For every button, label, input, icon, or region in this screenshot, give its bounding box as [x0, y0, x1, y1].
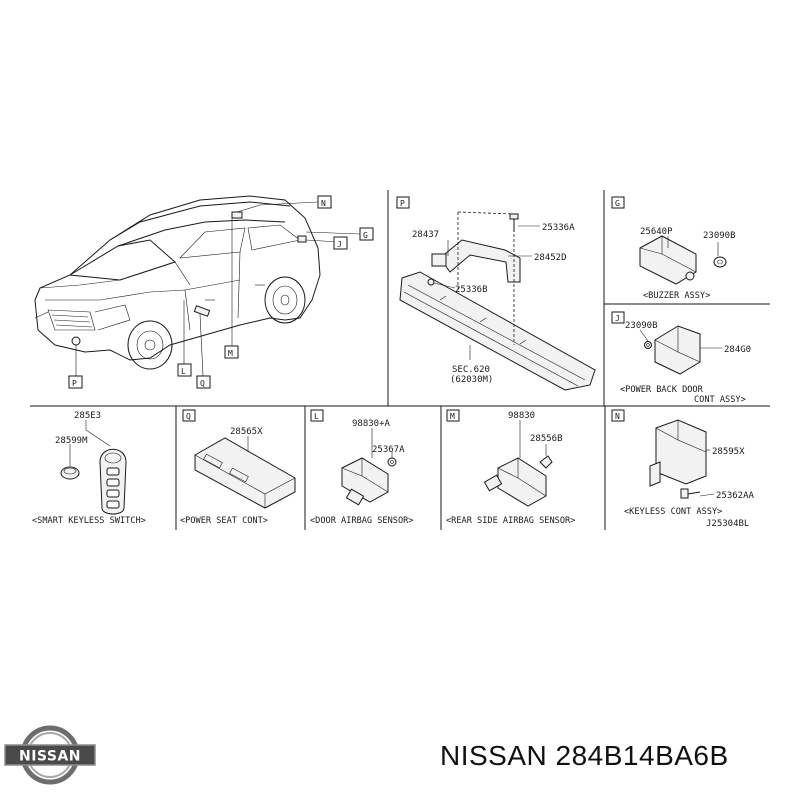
car-key-n: N [321, 199, 326, 208]
car-key-q: Q [200, 379, 205, 388]
panel-l-part-25367a: 25367A [372, 445, 405, 455]
panel-l: L 98830+A 25367A <DOOR AIRBAG SENSOR> [310, 409, 413, 526]
car-key-p: P [72, 379, 77, 388]
panel-q-part-28565x: 28565X [230, 427, 263, 437]
panel-j-caption-line1: <POWER BACK DOOR [620, 385, 704, 395]
panel-g-key: G [615, 199, 620, 208]
panel-q-caption: <POWER SEAT CONT> [180, 516, 268, 526]
panel-p-part-25336b: 25336B [455, 285, 488, 295]
car-key-l: L [181, 367, 186, 376]
panel-p-part-28437: 28437 [412, 230, 439, 240]
panel-q: Q 28565X <POWER SEAT CONT> [180, 409, 296, 526]
car-key-j: J [337, 240, 342, 249]
panel-m: M 98830 28556B <REAR SIDE AIRBAG SENSOR> [446, 409, 575, 526]
diagram-code: J25304BL [706, 519, 749, 529]
panel-p: P 25336A 28437 28452D 25336B SEC.620 (62… [396, 196, 596, 391]
nissan-logo: NISSAN [4, 725, 96, 785]
panel-p-sec-code: (62030M) [450, 375, 493, 385]
panel-l-key: L [314, 412, 319, 421]
car-key-boxes: N G J P L Q M [68, 195, 374, 389]
panel-n-part-25362aa: 25362AA [716, 491, 755, 501]
car-key-m: M [228, 349, 233, 358]
car-key-g: G [363, 231, 368, 240]
panel-smart-part-285e3: 285E3 [74, 411, 101, 421]
panel-q-key: Q [186, 412, 191, 421]
panel-p-key: P [400, 199, 405, 208]
panel-m-part-28556b: 28556B [530, 434, 563, 444]
panel-smart-part-28599m: 28599M [55, 436, 88, 446]
panel-n: N 28595X 25362AA <KEYLESS CONT ASSY> J25… [611, 409, 755, 529]
panel-j-key: J [615, 314, 620, 323]
panel-smart-keyless: 285E3 28599M <SMART KEYLESS SWITCH> [32, 411, 146, 526]
panel-l-part-98830a: 98830+A [352, 419, 391, 429]
panel-m-key: M [450, 412, 455, 421]
panel-smart-caption: <SMART KEYLESS SWITCH> [32, 516, 146, 526]
nissan-logo-text: NISSAN [19, 749, 81, 765]
panel-g-part-23090b: 23090B [703, 231, 736, 241]
panel-n-key: N [615, 412, 620, 421]
panel-l-caption: <DOOR AIRBAG SENSOR> [310, 516, 413, 526]
part-number-title: NISSAN 284B14BA6B [440, 740, 729, 771]
panel-j-part-23090b: 23090B [625, 321, 658, 331]
panel-n-caption: <KEYLESS CONT ASSY> [624, 507, 722, 517]
panel-g-caption: <BUZZER ASSY> [643, 291, 710, 301]
panel-g: G 25640P 23090B <BUZZER ASSY> [611, 196, 736, 301]
panel-m-part-98830: 98830 [508, 411, 535, 421]
panel-p-sec-ref: SEC.620 [452, 365, 490, 375]
panel-j: J 23090B 284G0 <POWER BACK DOOR CONT ASS… [611, 311, 751, 405]
panel-grid [30, 190, 770, 530]
car-callouts [75, 201, 361, 377]
car-overview [34, 195, 321, 370]
panel-m-caption: <REAR SIDE AIRBAG SENSOR> [446, 516, 575, 526]
panel-g-part-25640p: 25640P [640, 227, 673, 237]
panel-p-part-28452d: 28452D [534, 253, 567, 263]
panel-j-part-284g0: 284G0 [724, 345, 751, 355]
panel-n-part-28595x: 28595X [712, 447, 745, 457]
panel-j-caption-line2: CONT ASSY> [694, 395, 746, 405]
panel-p-part-25336a: 25336A [542, 223, 575, 233]
